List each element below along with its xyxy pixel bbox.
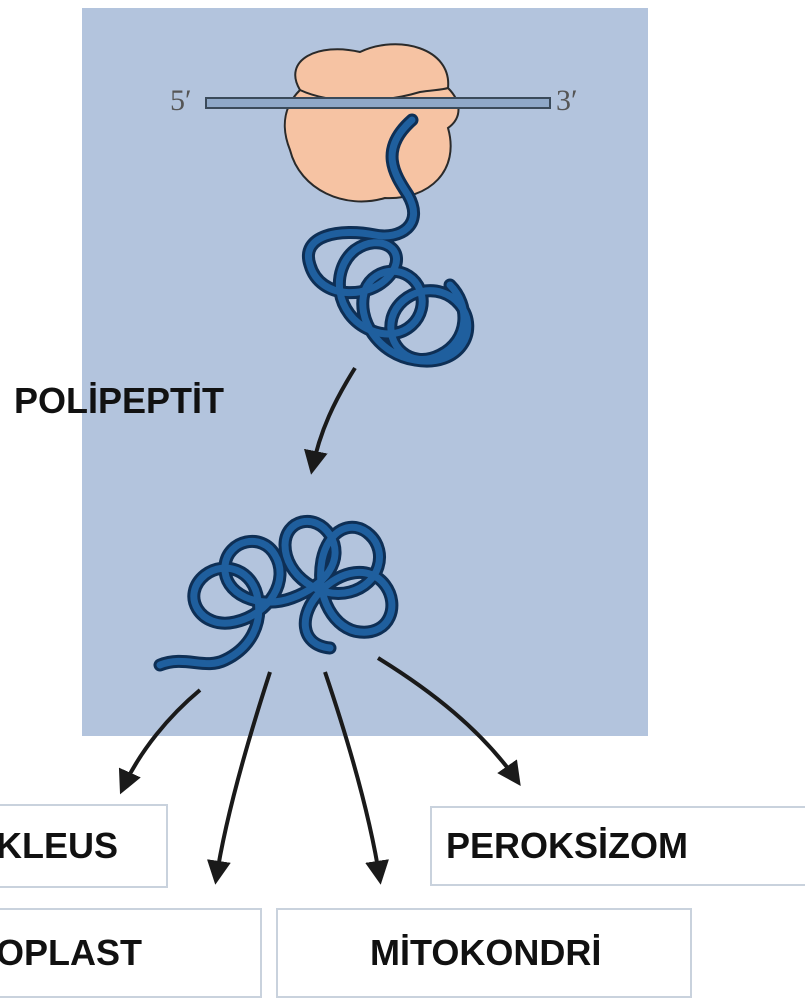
mitochondrion-box: MİTOKONDRİ <box>276 908 692 998</box>
arrow-to-mitochondrion <box>325 672 380 880</box>
chloroplast-box: OPLAST <box>0 908 262 998</box>
chloroplast-label: OPLAST <box>0 932 142 974</box>
folding-arrow <box>312 368 355 470</box>
five-prime-label: 5′ <box>170 84 192 118</box>
polypeptide-label: POLİPEPTİT <box>14 380 224 422</box>
nucleus-box: KLEUS <box>0 804 168 888</box>
three-prime-label: 3′ <box>556 84 578 118</box>
mrna-strand <box>206 98 550 108</box>
nucleus-label: KLEUS <box>0 825 118 867</box>
peroxisome-box: PEROKSİZOM <box>430 806 805 886</box>
folded-polypeptide <box>160 521 392 665</box>
arrow-to-chloroplast <box>216 672 270 880</box>
mitochondrion-label: MİTOKONDRİ <box>370 932 601 974</box>
peroxisome-label: PEROKSİZOM <box>446 825 688 867</box>
arrow-to-peroxisome <box>378 658 518 782</box>
arrow-to-nucleus <box>122 690 200 790</box>
ribosome <box>285 44 459 201</box>
